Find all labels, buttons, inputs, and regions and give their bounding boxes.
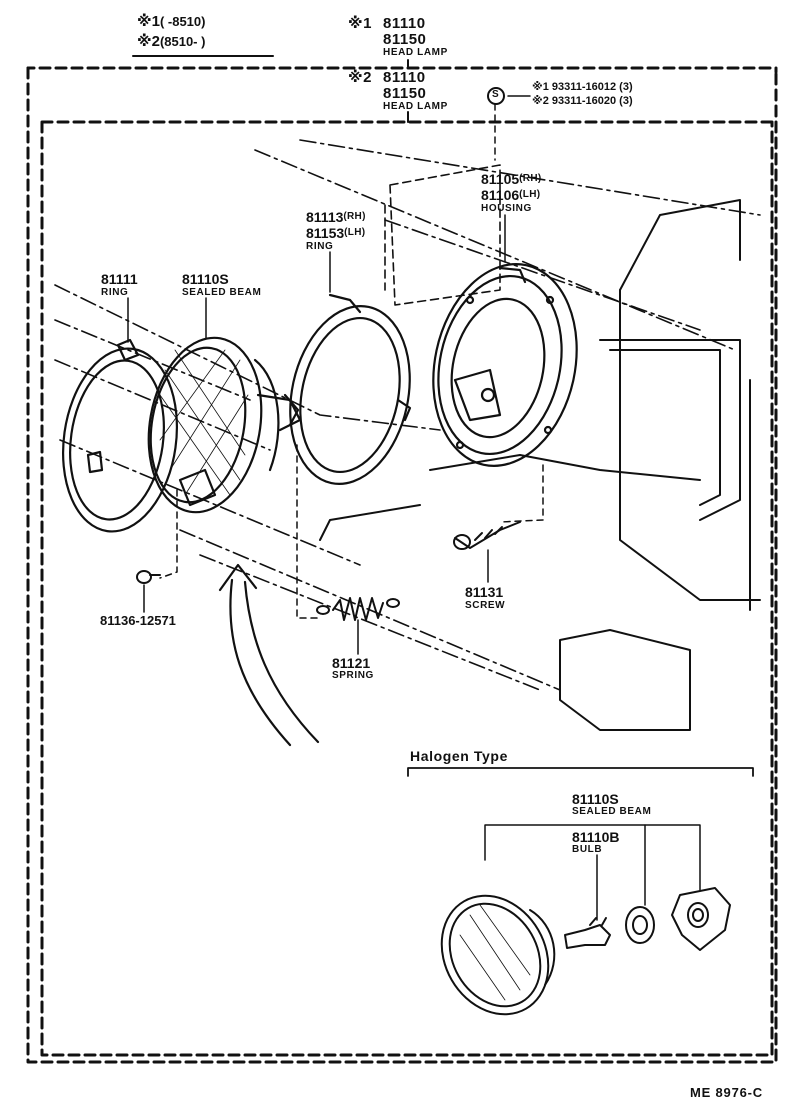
- headlamp-2-name: HEAD LAMP: [383, 101, 448, 112]
- screw-part: [453, 521, 521, 550]
- halogen-bulb-name: BULB: [572, 844, 603, 855]
- legend-mark-2: ※2(8510- ): [137, 33, 206, 50]
- inner-ring-part: [283, 293, 412, 485]
- sealed-beam-name: SEALED BEAM: [182, 287, 262, 298]
- sealed-beam-part: [147, 336, 302, 514]
- small-screw-dashed: [159, 489, 178, 579]
- halogen-beam-name: SEALED BEAM: [572, 806, 652, 817]
- s-screw-line-2: ※2 93311-16020 (3): [532, 95, 633, 107]
- screw-dashed: [499, 464, 544, 523]
- headlamp-1-pn1: 81110: [383, 15, 426, 32]
- spring-dashed: [296, 444, 321, 619]
- housing-pn-lh: 81106(LH): [481, 187, 541, 203]
- ring-inner-pn-rh: 81113(RH): [306, 209, 366, 225]
- spring-pn: 81121: [332, 655, 371, 671]
- s-screw-line-1: ※1 93311-16012 (3): [532, 81, 633, 93]
- spring-name: SPRING: [332, 670, 374, 681]
- vehicle-body: [319, 199, 761, 731]
- halogen-section: [407, 767, 754, 1016]
- sealed-beam-pn: 81110S: [182, 271, 229, 287]
- halogen-title: Halogen Type: [410, 748, 508, 764]
- inner-boundary: [40, 120, 774, 1057]
- halogen-bulb-pn: 81110B: [572, 829, 620, 845]
- spring-part: [316, 597, 400, 621]
- headlamp-2-mark: ※2: [348, 69, 372, 86]
- outer-boundary: [26, 66, 778, 1064]
- s-circle-icon: [487, 87, 505, 105]
- small-screw-pn: 81136-12571: [100, 613, 176, 628]
- headlamp-1-mark: ※1: [348, 15, 372, 32]
- ring-outer-name: RING: [101, 287, 129, 298]
- small-screw-part: [136, 570, 161, 584]
- ring-inner-name: RING: [306, 241, 334, 252]
- housing-part: [432, 263, 578, 467]
- ring-inner-pn-lh: 81153(LH): [306, 225, 366, 241]
- legend-mark-1: ※1( -8510): [137, 13, 206, 30]
- ring-outer-pn: 81111: [101, 271, 138, 287]
- headlamp-2-pn2: 81150: [383, 85, 427, 102]
- headlamp-2-pn1: 81110: [383, 69, 426, 86]
- drawing-code: ME 8976-C: [690, 1085, 763, 1100]
- headlamp-1-name: HEAD LAMP: [383, 47, 448, 58]
- housing-name: HOUSING: [481, 203, 532, 214]
- screw-pn: 81131: [465, 584, 504, 600]
- housing-dashed-box: [389, 164, 501, 306]
- outer-ring-part: [61, 338, 179, 533]
- halogen-beam-pn: 81110S: [572, 791, 619, 807]
- s-symbol: S: [492, 89, 499, 100]
- housing-pn-rh: 81105(RH): [481, 171, 542, 187]
- install-arrow: [218, 563, 320, 747]
- headlamp-1-pn2: 81150: [383, 31, 427, 48]
- screw-name: SCREW: [465, 600, 506, 611]
